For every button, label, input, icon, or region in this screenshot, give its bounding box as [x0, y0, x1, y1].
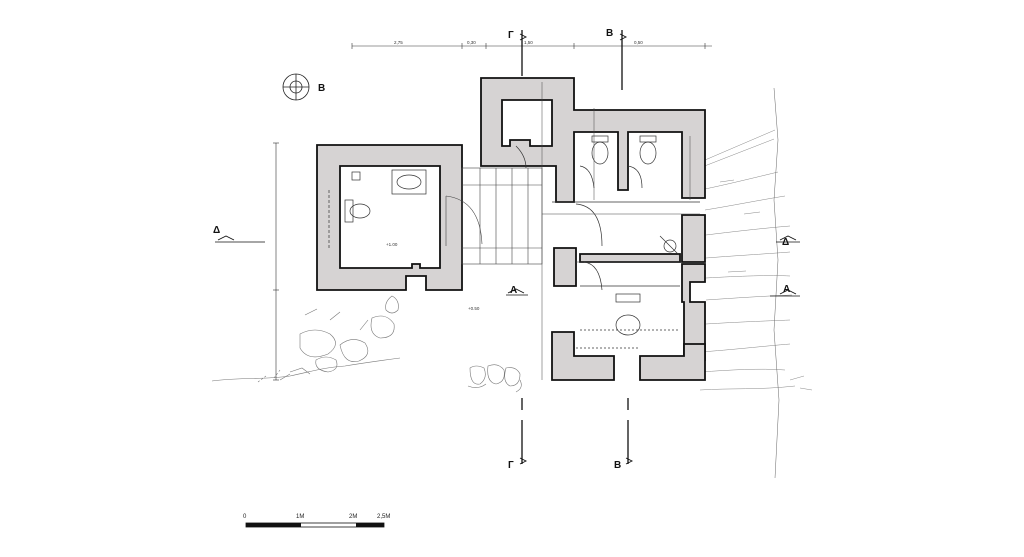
- section-label-alpha-mid: Α: [510, 285, 517, 296]
- corridor-level: +0.50: [468, 306, 480, 311]
- scale-bar: [245, 522, 385, 528]
- section-label-alpha-right: Α: [783, 284, 790, 295]
- north-arrow-icon: [282, 73, 310, 101]
- top-dimension-line: [351, 43, 712, 49]
- left-room-walls: [316, 144, 463, 291]
- dim-label-4: 0,50: [634, 40, 643, 45]
- scale-label-2: 2M: [349, 514, 357, 520]
- section-label-v-bottom: В: [614, 460, 621, 471]
- inner-dimensions: [541, 82, 700, 380]
- section-label-v-top: В: [606, 28, 613, 39]
- north-label: B: [318, 83, 325, 94]
- dim-label-2: 0,30: [467, 40, 476, 45]
- corridor-stair: [445, 167, 543, 265]
- left-room-level: +1.00: [386, 242, 398, 247]
- section-label-gamma-bottom: Г: [508, 460, 514, 471]
- terrain-sketch-right: [699, 87, 813, 479]
- right-block-fixtures: [515, 135, 700, 349]
- section-label-delta-right: Δ: [782, 237, 789, 248]
- dim-label-3: 1,50: [524, 40, 533, 45]
- section-label-gamma-top: Г: [508, 30, 514, 41]
- section-label-delta-left: Δ: [213, 225, 220, 236]
- section-lines: [215, 30, 800, 464]
- scale-label-0: 0: [243, 514, 247, 520]
- scale-label-1: 1M: [296, 514, 304, 520]
- terrain-sketch: [211, 295, 522, 393]
- left-room-fixtures: [328, 169, 427, 250]
- scale-label-3: 2,5M: [377, 514, 390, 520]
- right-block-walls: [480, 77, 706, 381]
- dim-label-1: 2,75: [394, 40, 403, 45]
- left-dimension-line: [273, 142, 279, 381]
- section-flags: [217, 33, 797, 465]
